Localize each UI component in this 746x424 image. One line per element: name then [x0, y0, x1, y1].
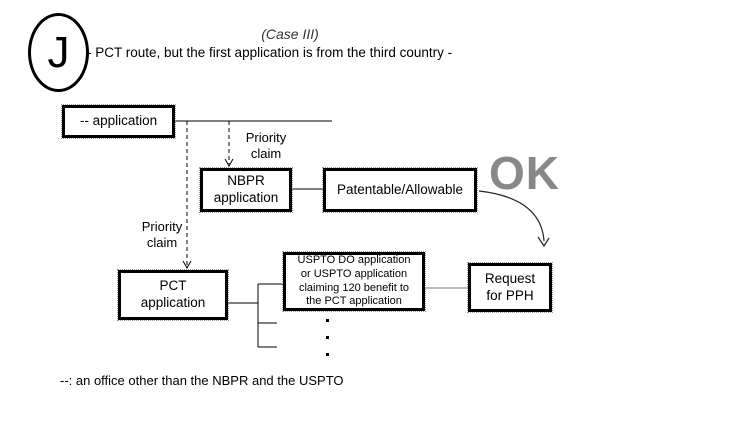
patentable-box-label: Patentable/Allowable [336, 181, 464, 197]
ellipsis-dot [326, 353, 329, 356]
uspto-box-line: USPTO DO application [297, 254, 411, 266]
ellipsis-dot [326, 319, 329, 322]
priority-claim-label-top: Priority claim [233, 130, 299, 162]
uspto-box-line: the PCT application [306, 295, 402, 308]
uspto-box-line: or USPTO application [300, 267, 408, 280]
priority-claim-top-line1: Priority [245, 130, 287, 145]
patentable-allowable-box: Patentable/Allowable [322, 167, 478, 213]
nbpr-box-line: NBPR [227, 173, 265, 189]
uspto-box-line: claiming 120 benefit to [298, 281, 410, 294]
legend-note: --: an office other than the NBPR and th… [60, 373, 344, 388]
ellipsis-dot [326, 336, 329, 339]
pct-box-line: application [140, 295, 206, 310]
badge-letter: J [47, 27, 70, 77]
pct-application-box: PCT application [117, 269, 229, 321]
nbpr-application-box: NBPR application [199, 167, 293, 213]
ok-status-label: OK [489, 147, 560, 199]
diagram-subtitle: - PCT route, but the first application i… [87, 45, 453, 60]
case-title: (Case III) [261, 26, 319, 42]
application-box-label: -- application [79, 113, 158, 129]
nbpr-box-line: application [213, 190, 279, 205]
ok-curved-arrow [478, 190, 545, 242]
arrowhead-nbpr [224, 158, 234, 168]
request-for-pph-box: Request for PPH [467, 262, 553, 313]
uspto-application-box: USPTO DO application or USPTO applicatio… [282, 251, 426, 312]
pct-box-line: PCT [159, 278, 187, 294]
arrowhead-pct [182, 260, 192, 270]
request-box-line: Request [484, 270, 536, 286]
priority-claim-left-line1: Priority [141, 219, 183, 234]
priority-claim-label-left: Priority claim [130, 219, 194, 251]
request-box-line: for PPH [486, 287, 534, 303]
priority-claim-left-line2: claim [146, 234, 178, 250]
priority-claim-top-line2: claim [250, 145, 282, 161]
arrowhead-ok [537, 236, 550, 248]
case-badge: J [28, 13, 89, 92]
application-box: -- application [61, 104, 176, 139]
